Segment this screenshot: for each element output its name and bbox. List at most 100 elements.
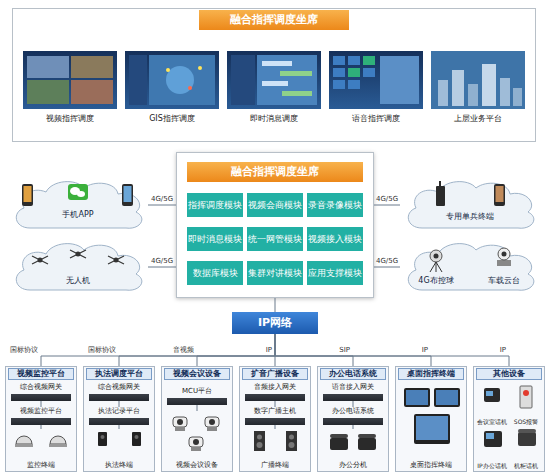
node-label: 应用支撑模块 [307, 261, 363, 285]
connector [275, 334, 431, 366]
node-label: 数据库模块 [187, 261, 243, 285]
node-label: 会议室话机 [475, 418, 509, 425]
node-label: 视频监控平台 [8, 368, 74, 380]
node-label: 执法记录平台 [89, 407, 149, 415]
connector [275, 401, 276, 407]
node-label: 集群对讲模块 [247, 261, 303, 285]
node-label: 其他设备 [476, 368, 542, 380]
screen-art [27, 51, 525, 109]
node-label: 视频接入模块 [307, 227, 363, 251]
node-label: 即时消息调度 [227, 114, 321, 124]
screen-thumbnail: 视频指挥调度 [23, 51, 117, 133]
node-label: 无人机 [8, 276, 148, 286]
node-label: MCU平台 [167, 387, 227, 395]
node-label: 上层业务平台 [431, 114, 525, 124]
node-label: 指挥调度模块 [187, 193, 243, 217]
terminal-device: 执法终端 [87, 429, 151, 469]
device-unit: 办公电话系统 [323, 407, 383, 425]
module-box: 视频接入模块 [307, 227, 363, 251]
connector [197, 405, 198, 411]
cloud-shape [8, 240, 148, 294]
node-label: 监控终端 [9, 461, 73, 469]
connector [374, 267, 400, 268]
node-label: 融合指挥调度坐席 [187, 162, 363, 182]
device-group: 桌面指挥终端桌面指挥终端 [395, 366, 467, 472]
node-label: 执法终端 [87, 461, 151, 469]
node-label: GIS指挥调度 [125, 114, 219, 124]
device-group: 办公电话系统语音接入网关办公电话系统办公分机 [317, 366, 389, 472]
connector [275, 298, 276, 312]
connector [275, 334, 353, 366]
module-box: 即时消息模块 [187, 227, 243, 251]
access-cloud: 手机APP [8, 178, 148, 232]
node-label: IP办公话机 [475, 462, 509, 469]
node-label: 车载云台 [474, 276, 534, 286]
connector [275, 425, 276, 429]
node-label: 办公分机 [321, 461, 385, 469]
dispatch-core-box: 融合指挥调度坐席指挥调度模块视频会商模块录音录像模块即时消息模块统一网管模块视频… [176, 152, 374, 298]
node-label: 融合指挥调度坐席 [199, 10, 349, 30]
connector [41, 334, 275, 366]
connector [119, 425, 120, 429]
screen-thumbnail: 即时消息调度 [227, 51, 321, 133]
node-label: 视频会议设备 [165, 461, 229, 469]
node-label: 视频监控平台 [11, 407, 71, 415]
node-label: 统一网管模块 [247, 227, 303, 251]
terminal-device: 监控终端 [9, 429, 73, 469]
module-box: 应用支撑模块 [307, 261, 363, 285]
terminal-device: 视频会议设备 [165, 411, 229, 469]
node-label: 语音指挥调度 [329, 114, 423, 124]
connector [41, 401, 42, 407]
node-label: 桌面指挥终端 [399, 461, 463, 469]
connector [275, 334, 276, 366]
device-unit: 综合视频网关 [89, 383, 149, 401]
terminal-art [15, 386, 536, 451]
node-label: 视频会商模块 [247, 193, 303, 217]
cloud-shape [8, 178, 148, 232]
connector [197, 334, 275, 366]
node-label: 录音录像模块 [307, 193, 363, 217]
screen-thumbnail: 语音指挥调度 [329, 51, 423, 133]
edge-label: IP [368, 346, 428, 355]
connector [275, 334, 509, 366]
access-cloud: 无人机 [8, 240, 148, 294]
node-label: 4G布控球 [406, 276, 466, 286]
device-group: 执法调度平台综合视频网关执法记录平台执法终端 [83, 366, 155, 472]
node-label: 广播终端 [243, 461, 307, 469]
cloud-outline [408, 182, 534, 229]
device-unit: 音频接入网关 [245, 383, 305, 401]
connector [148, 267, 176, 268]
node-label: 桌面指挥终端 [398, 368, 464, 380]
node-label: 音频接入网关 [245, 383, 305, 391]
connector [41, 425, 42, 429]
cloud-art [22, 181, 511, 272]
device-unit: 综合视频网关 [11, 383, 71, 401]
device-unit: 语音接入网关 [323, 383, 383, 401]
module-box: 视频会商模块 [247, 193, 303, 217]
node-label: 办公电话系统 [323, 407, 383, 415]
node-label: 语音接入网关 [323, 383, 383, 391]
terminal-device: 会议室话机 [475, 383, 509, 425]
cloud-shape [400, 178, 540, 232]
device-unit: 视频监控平台 [11, 407, 71, 425]
node-label: 数字广播主机 [245, 407, 305, 415]
module-box: 录音录像模块 [307, 193, 363, 217]
node-label: IP网络 [232, 312, 318, 334]
connector [353, 401, 354, 407]
terminal-device: IP办公话机 [475, 427, 509, 469]
connector [119, 334, 275, 366]
cloud-outline [16, 182, 142, 229]
edge-label: IP [212, 346, 272, 355]
node-label: 扩音广播设备 [242, 368, 308, 380]
node-label: 视频指挥调度 [23, 114, 117, 124]
module-box: 统一网管模块 [247, 227, 303, 251]
edge-label: 国标协议 [56, 346, 116, 355]
terminal-device: 办公分机 [321, 429, 385, 469]
terminal-device: 机柜话机 [509, 427, 543, 469]
dispatch-panel: 融合指挥调度坐席视频指挥调度 GIS指挥调度即时消息调度语音指挥调度上层业务平台 [12, 8, 536, 142]
node-label: 办公电话系统 [320, 368, 386, 380]
device-unit: 执法记录平台 [89, 407, 149, 425]
device-group: 扩音广播设备音频接入网关数字广播主机广播终端 [239, 366, 311, 472]
connector [119, 401, 120, 407]
